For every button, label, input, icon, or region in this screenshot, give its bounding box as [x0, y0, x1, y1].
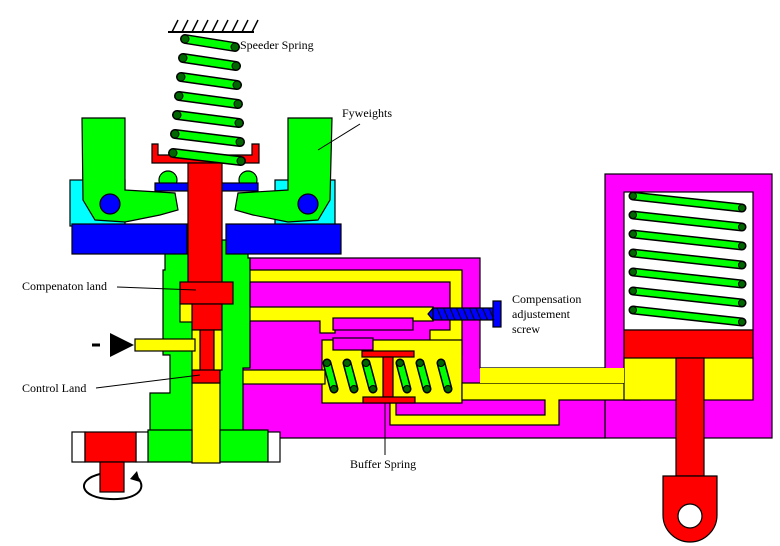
- fixed-support-hatch: [168, 19, 259, 33]
- label-buffer-spring: Buffer Spring: [350, 457, 416, 471]
- spring-coil: [181, 35, 239, 51]
- spring-coil: [363, 360, 376, 392]
- rod-eye-hole: [677, 503, 703, 529]
- spring-coil: [630, 250, 745, 268]
- drain-passage: [191, 382, 221, 464]
- power-piston: [623, 329, 754, 543]
- spring-coil: [630, 288, 745, 306]
- pilot-valve-plunger: [151, 143, 260, 384]
- compensation-adjustment-screw: [427, 300, 502, 328]
- label-control-land: Control Land: [22, 381, 86, 395]
- spring-coil: [169, 149, 245, 165]
- spring-coil: [630, 212, 745, 230]
- spring-coil: [630, 307, 745, 325]
- compensation-land: [179, 281, 234, 305]
- spring-coil: [179, 54, 240, 70]
- speeder-spring: [168, 34, 246, 166]
- flyweight-pivot-left: [99, 193, 121, 215]
- label-flyweights: Fyweights: [342, 106, 392, 120]
- spring-coil: [630, 269, 745, 287]
- label-compensation-land: Compenaton land: [22, 279, 107, 293]
- buffer-piston: [361, 350, 416, 404]
- spring-coil: [630, 231, 745, 249]
- oil-inlet: [92, 333, 196, 357]
- flyweight-left: [81, 117, 179, 223]
- spring-coil: [397, 360, 410, 392]
- power-piston-spring: [628, 191, 747, 327]
- lower-base: [71, 429, 281, 463]
- label-compensation-screw-3: screw: [512, 322, 540, 336]
- label-compensation-screw-1: Compensation: [512, 292, 581, 306]
- spring-coil: [177, 73, 241, 89]
- spring-coil: [630, 193, 745, 211]
- drive-shaft: [84, 431, 137, 493]
- flyweight-pivot-right: [297, 193, 319, 215]
- rotation-arrow-icon: [83, 471, 143, 501]
- spring-coil: [324, 360, 337, 392]
- spring-coil: [438, 360, 451, 392]
- spring-coil: [173, 111, 243, 127]
- label-compensation-screw-2: adjustement: [512, 307, 571, 321]
- spring-coil: [344, 360, 357, 392]
- control-land: [191, 369, 221, 384]
- buffer-spring: [322, 358, 453, 394]
- spring-coil: [417, 360, 430, 392]
- label-speeder-spring: Speeder Spring: [240, 38, 314, 52]
- flyweight-right: [234, 117, 333, 223]
- spring-coil: [171, 130, 244, 146]
- spring-coil: [175, 92, 242, 108]
